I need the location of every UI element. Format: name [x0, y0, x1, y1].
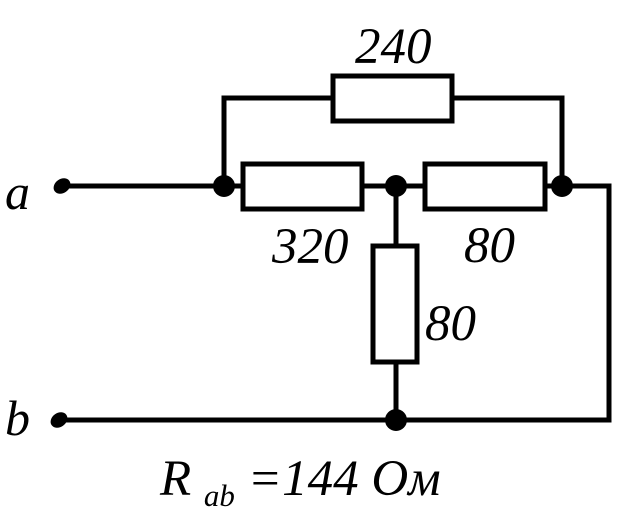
circuit-wires — [57, 95, 612, 423]
resistor-80-right — [422, 161, 548, 212]
node-right-junction — [551, 175, 573, 197]
resistor-240 — [330, 73, 455, 124]
terminal-a-marker — [53, 178, 71, 194]
wire-r80-to-right — [57, 183, 612, 423]
resistance-value: =144 — [248, 451, 372, 507]
equivalent-resistance-label: R ab =144 Ом — [159, 451, 441, 518]
resistor-320 — [240, 161, 365, 212]
node-middle-junction — [385, 175, 407, 197]
resistance-subscript: ab — [204, 478, 235, 513]
terminal-a-label: a — [5, 164, 30, 220]
circuit-resistors — [240, 73, 548, 365]
resistor-80-vertical — [370, 243, 420, 365]
resistance-symbol: R — [159, 451, 191, 507]
circuit-nodes — [50, 175, 573, 431]
resistor-240-label: 240 — [355, 19, 432, 75]
wire-top-bypass-left — [221, 95, 336, 189]
resistance-unit: Ом — [371, 451, 440, 507]
terminal-b-marker — [50, 412, 68, 428]
resistor-80-right-label: 80 — [464, 218, 515, 274]
wire-top-bypass-right — [449, 95, 565, 189]
node-left-junction — [213, 175, 235, 197]
resistor-80-vertical-label: 80 — [425, 296, 476, 352]
terminal-b-label: b — [5, 390, 30, 446]
node-bottom-junction — [385, 409, 407, 431]
circuit-labels: a b 240 320 80 80 R ab =144 Ом — [5, 19, 515, 518]
resistor-320-label: 320 — [271, 219, 349, 275]
